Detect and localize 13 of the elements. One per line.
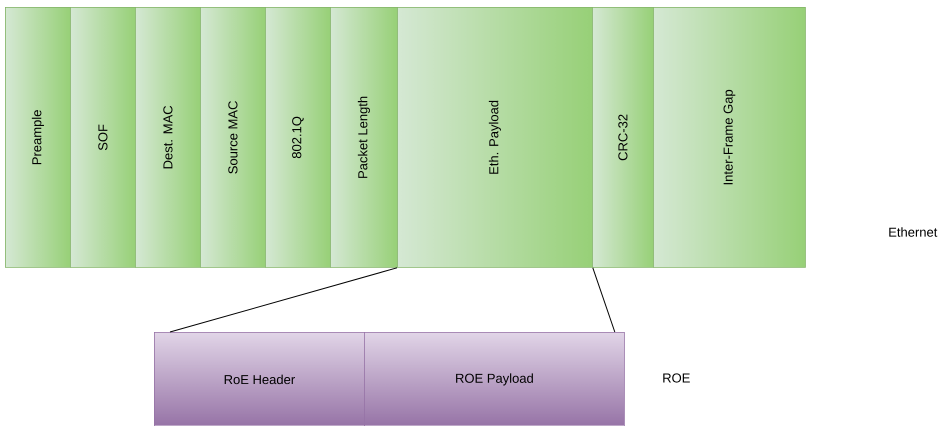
field-cell: Packet Length xyxy=(330,7,398,268)
field-cell: Preample xyxy=(5,7,71,268)
leader-line xyxy=(592,267,616,332)
field-cell: 802.1Q xyxy=(265,7,331,268)
field-cell: RoE Header xyxy=(154,332,365,426)
leader-line xyxy=(170,267,398,332)
field-cell: Source MAC xyxy=(200,7,266,268)
frame-label: Ethernet xyxy=(889,227,938,237)
field-cell: SOF xyxy=(70,7,136,268)
field-cell: CRC-32 xyxy=(592,7,654,268)
field-cell: Dest. MAC xyxy=(135,7,201,268)
frame-label: ROE xyxy=(663,373,690,383)
field-cell: ROE Payload xyxy=(364,332,625,426)
